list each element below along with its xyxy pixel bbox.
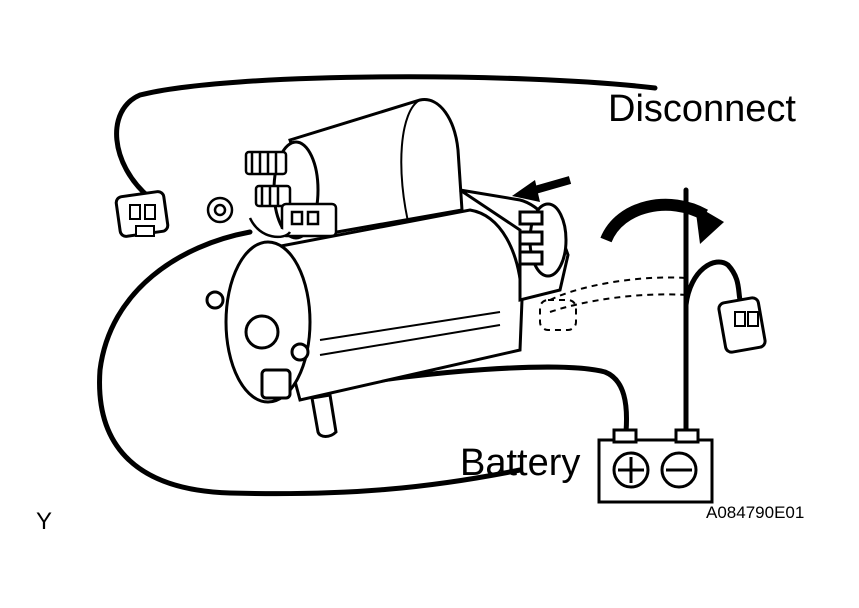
- battery: [597, 428, 714, 504]
- figure-id: A084790E01: [706, 503, 805, 522]
- battery-positive-post: [612, 428, 638, 444]
- starter-motor-body: [205, 208, 524, 404]
- terminal-bolt-lower: [254, 184, 292, 208]
- battery-negative-post: [674, 428, 700, 444]
- disconnect-label: Disconnect: [608, 88, 796, 130]
- left-connector-plug: [114, 190, 170, 238]
- dashed-connector-body: [539, 299, 577, 331]
- positive-lead-wire: [97, 229, 523, 497]
- dashed-connector-outline: [549, 276, 687, 313]
- starter-drive-housing: [459, 188, 570, 302]
- right-connector-plug: [717, 296, 767, 354]
- corner-mark: Y: [36, 508, 53, 535]
- terminal-bolt-upper: [244, 150, 288, 176]
- starter-output-shaft: [310, 393, 338, 438]
- battery-label: Battery: [460, 442, 581, 484]
- starter-terminal-connector: [248, 202, 338, 239]
- right-connector-wire: [683, 259, 743, 308]
- terminal-nut: [206, 196, 234, 224]
- direction-arrow-icon: [512, 176, 572, 202]
- upper-lead-wire: [114, 74, 658, 201]
- disconnect-arrow-icon: [600, 198, 724, 244]
